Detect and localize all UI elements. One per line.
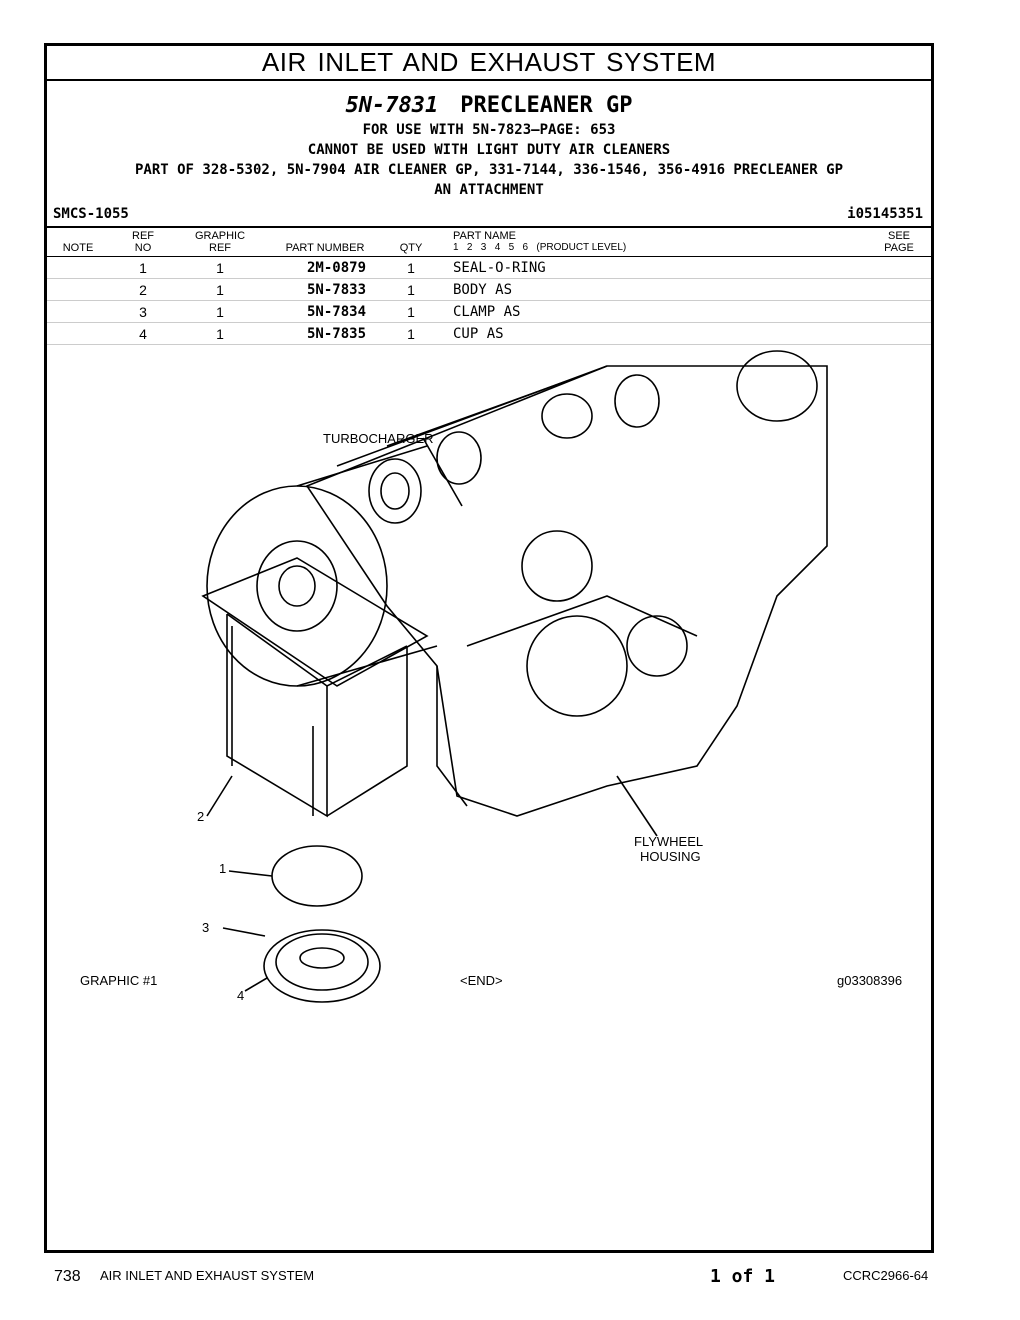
section-title: AIR INLET AND EXHAUST SYSTEM [47, 46, 931, 81]
part-header: 5N-7831 PRECLEANER GP FOR USE WITH 5N-782… [47, 92, 931, 200]
col-part-name-title: PART NAME [453, 230, 516, 242]
col-product-levels: 1 2 3 4 5 6 (PRODUCT LEVEL) [453, 242, 627, 253]
col-graphic-bottom: REF [209, 242, 231, 254]
col-graphic: GRAPHIC REF [187, 230, 253, 254]
header-rule [47, 256, 931, 257]
col-qty: QTY [399, 242, 423, 254]
table-row: 2 1 5N-7833 1 BODY AS [47, 279, 931, 301]
callout-4: 4 [237, 988, 244, 1003]
ref-no: 1 [139, 260, 147, 276]
precleaner-body [201, 557, 429, 687]
col-ref-top: REF [132, 230, 154, 242]
catalog-code: CCRC2966-64 [843, 1268, 929, 1283]
col-see-top: SEE [887, 230, 910, 242]
label-turbocharger: TURBOCHARGER [323, 431, 434, 446]
graphic-ref: 1 [216, 260, 224, 276]
part-number-cell: 5N-7833 [307, 282, 367, 298]
page-of: 1 of 1 [710, 1266, 776, 1287]
ref-no: 2 [139, 282, 147, 298]
col-ref: REF NO [123, 230, 163, 254]
note-line: AN ATTACHMENT [434, 182, 544, 198]
table-row: 1 1 2M-0879 1 SEAL-O-RING [47, 257, 931, 279]
part-name-cell: SEAL-O-RING [453, 260, 546, 276]
precleaner-cup [263, 929, 381, 1003]
callout-3: 3 [202, 920, 209, 935]
col-see-page: SEE PAGE [877, 230, 921, 254]
label-housing: HOUSING [640, 849, 701, 864]
part-name: PRECLEANER GP [460, 93, 633, 118]
exploded-view-illustration: TURBOCHARGER FLYWHEEL HOUSING 2 1 3 4 [197, 350, 828, 1003]
flywheel-bore [526, 615, 628, 717]
col-graphic-top: GRAPHIC [194, 230, 246, 242]
part-number-cell: 5N-7834 [307, 304, 367, 320]
col-note: NOTE [62, 242, 94, 254]
label-flywheel: FLYWHEEL [634, 834, 703, 849]
part-number-cell: 5N-7835 [307, 326, 367, 342]
divider [47, 226, 931, 228]
part-number: 5N-7831 [345, 93, 439, 118]
col-part-number: PART NUMBER [285, 242, 365, 254]
end-marker: <END> [460, 973, 503, 988]
flywheel-leader [616, 775, 658, 837]
part-name-cell: CUP AS [453, 326, 504, 342]
col-see-bottom: PAGE [884, 242, 914, 254]
callout-2: 2 [197, 809, 204, 824]
qty-cell: 1 [407, 260, 415, 276]
part-number-cell: 2M-0879 [307, 260, 367, 276]
seal-o-ring [271, 845, 363, 907]
smcs-code: SMCS-1055 [53, 206, 129, 222]
table-row: 4 1 5N-7835 1 CUP AS [47, 323, 931, 345]
doc-ident: i05145351 [847, 206, 923, 222]
part-name-cell: BODY AS [453, 282, 513, 298]
page-frame: AIR INLET AND EXHAUST SYSTEM 5N-7831 PREC… [44, 43, 934, 1253]
note-line: PART OF 328-5302, 5N-7904 AIR CLEANER GP… [134, 162, 843, 178]
page-number: 738 [54, 1268, 81, 1285]
note-line: CANNOT BE USED WITH LIGHT DUTY AIR CLEAN… [307, 142, 671, 158]
graphic-ref: 1 [216, 304, 224, 320]
footer-section: AIR INLET AND EXHAUST SYSTEM [100, 1268, 315, 1283]
part-name-cell: CLAMP AS [453, 304, 521, 320]
table-row: 3 1 5N-7834 1 CLAMP AS [47, 301, 931, 323]
graphic-ref: 1 [216, 282, 224, 298]
part-title: 5N-7831 PRECLEANER GP [47, 92, 931, 120]
qty-cell: 1 [407, 282, 415, 298]
turbocharger-leader [422, 437, 463, 507]
graphic-caption: GRAPHIC #1 [80, 973, 158, 988]
col-part-name: PART NAME 1 2 3 4 5 6 (PRODUCT LEVEL) [453, 230, 626, 254]
callout-1: 1 [219, 861, 226, 876]
ref-no: 3 [139, 304, 147, 320]
graphic-ref: 1 [216, 326, 224, 342]
air-cleaner-drum [206, 485, 388, 687]
qty-cell: 1 [407, 304, 415, 320]
note-line: FOR USE WITH 5N-7823—PAGE: 653 [362, 122, 616, 138]
ref-no: 4 [139, 326, 147, 342]
qty-cell: 1 [407, 326, 415, 342]
col-ref-bottom: NO [134, 242, 152, 254]
graphic-id: g03308396 [837, 973, 903, 988]
turbocharger-inlet [368, 458, 422, 524]
